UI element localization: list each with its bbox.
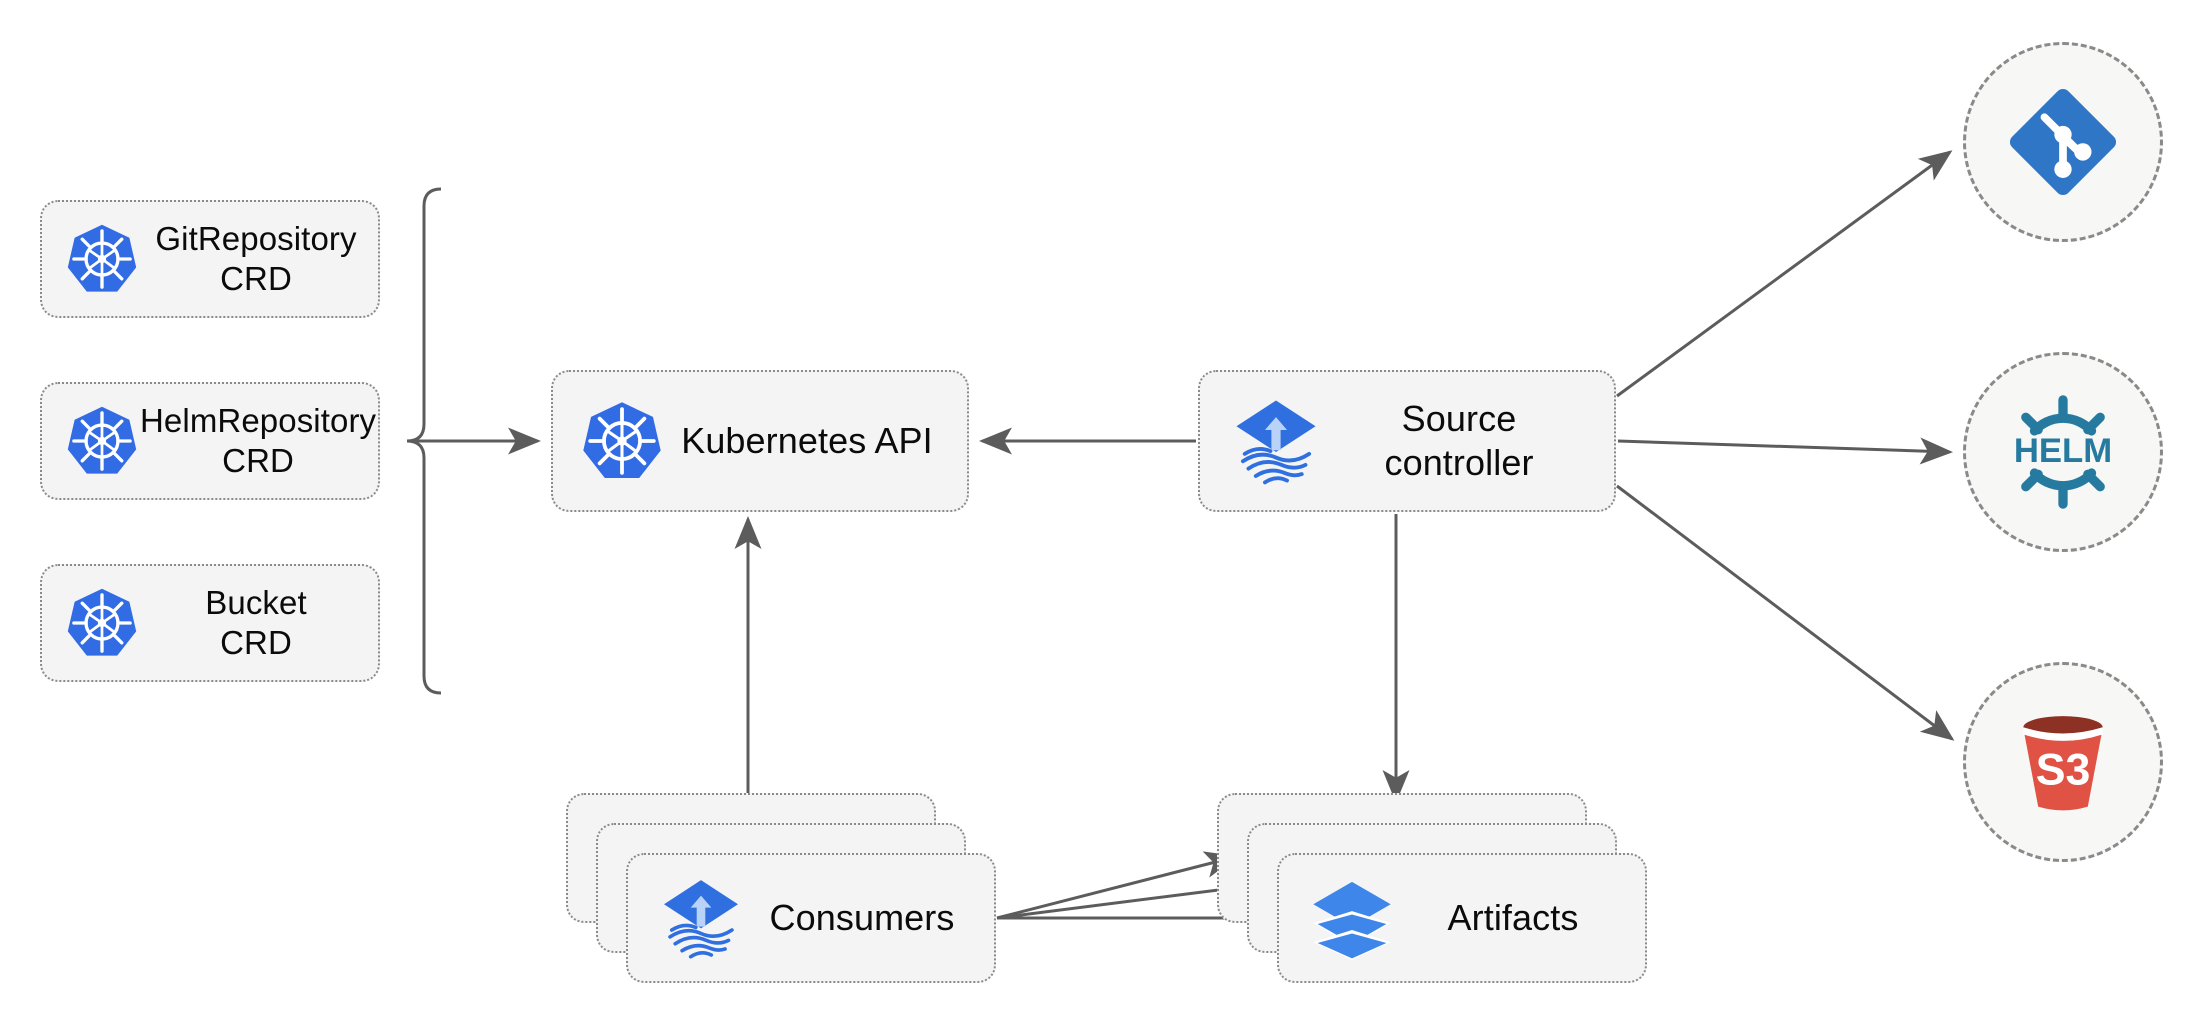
helm-icon: HELM	[2001, 390, 2125, 514]
git-icon	[2001, 80, 2125, 204]
edge-srcctl-to-s3	[1616, 484, 1955, 741]
node-label: Source controller	[1384, 398, 1534, 483]
flux-icon	[1230, 395, 1322, 487]
flux-icon	[658, 875, 744, 961]
node-label: Consumers	[769, 897, 955, 939]
kubernetes-icon	[64, 221, 140, 297]
helm-label: HELM	[2014, 432, 2112, 470]
kubernetes-icon	[64, 585, 140, 661]
crd-box-bucket[interactable]: Bucket CRD	[40, 564, 380, 682]
edge-srcctl-to-git	[1616, 150, 1953, 398]
crd-box-helmrepository[interactable]: HelmRepository CRD	[40, 382, 380, 500]
node-kubernetes-api[interactable]: Kubernetes API	[551, 370, 969, 512]
source-circle-s3[interactable]: S3	[1963, 662, 2163, 862]
edge-srcctl-to-helm	[1617, 437, 1953, 465]
edge-consumers-to-artifacts-1	[996, 851, 1238, 920]
node-label: Artifacts	[1447, 897, 1579, 939]
crd-label: Bucket CRD	[205, 583, 307, 661]
crd-label: HelmRepository CRD	[140, 401, 377, 479]
layers-icon	[1309, 875, 1395, 961]
crd-box-gitrepository[interactable]: GitRepository CRD	[40, 200, 380, 318]
crd-brace	[406, 187, 442, 695]
s3-label: S3	[2036, 745, 2091, 794]
source-circle-git[interactable]	[1963, 42, 2163, 242]
source-circle-helm[interactable]: HELM	[1963, 352, 2163, 552]
node-source-controller[interactable]: Source controller	[1198, 370, 1616, 512]
kubernetes-icon	[579, 398, 665, 484]
node-consumers[interactable]: Consumers	[626, 853, 996, 983]
crd-label: GitRepository CRD	[155, 219, 357, 297]
node-artifacts[interactable]: Artifacts	[1277, 853, 1647, 983]
kubernetes-icon	[64, 403, 140, 479]
s3-icon: S3	[2001, 700, 2125, 824]
node-label: Kubernetes API	[681, 420, 933, 462]
